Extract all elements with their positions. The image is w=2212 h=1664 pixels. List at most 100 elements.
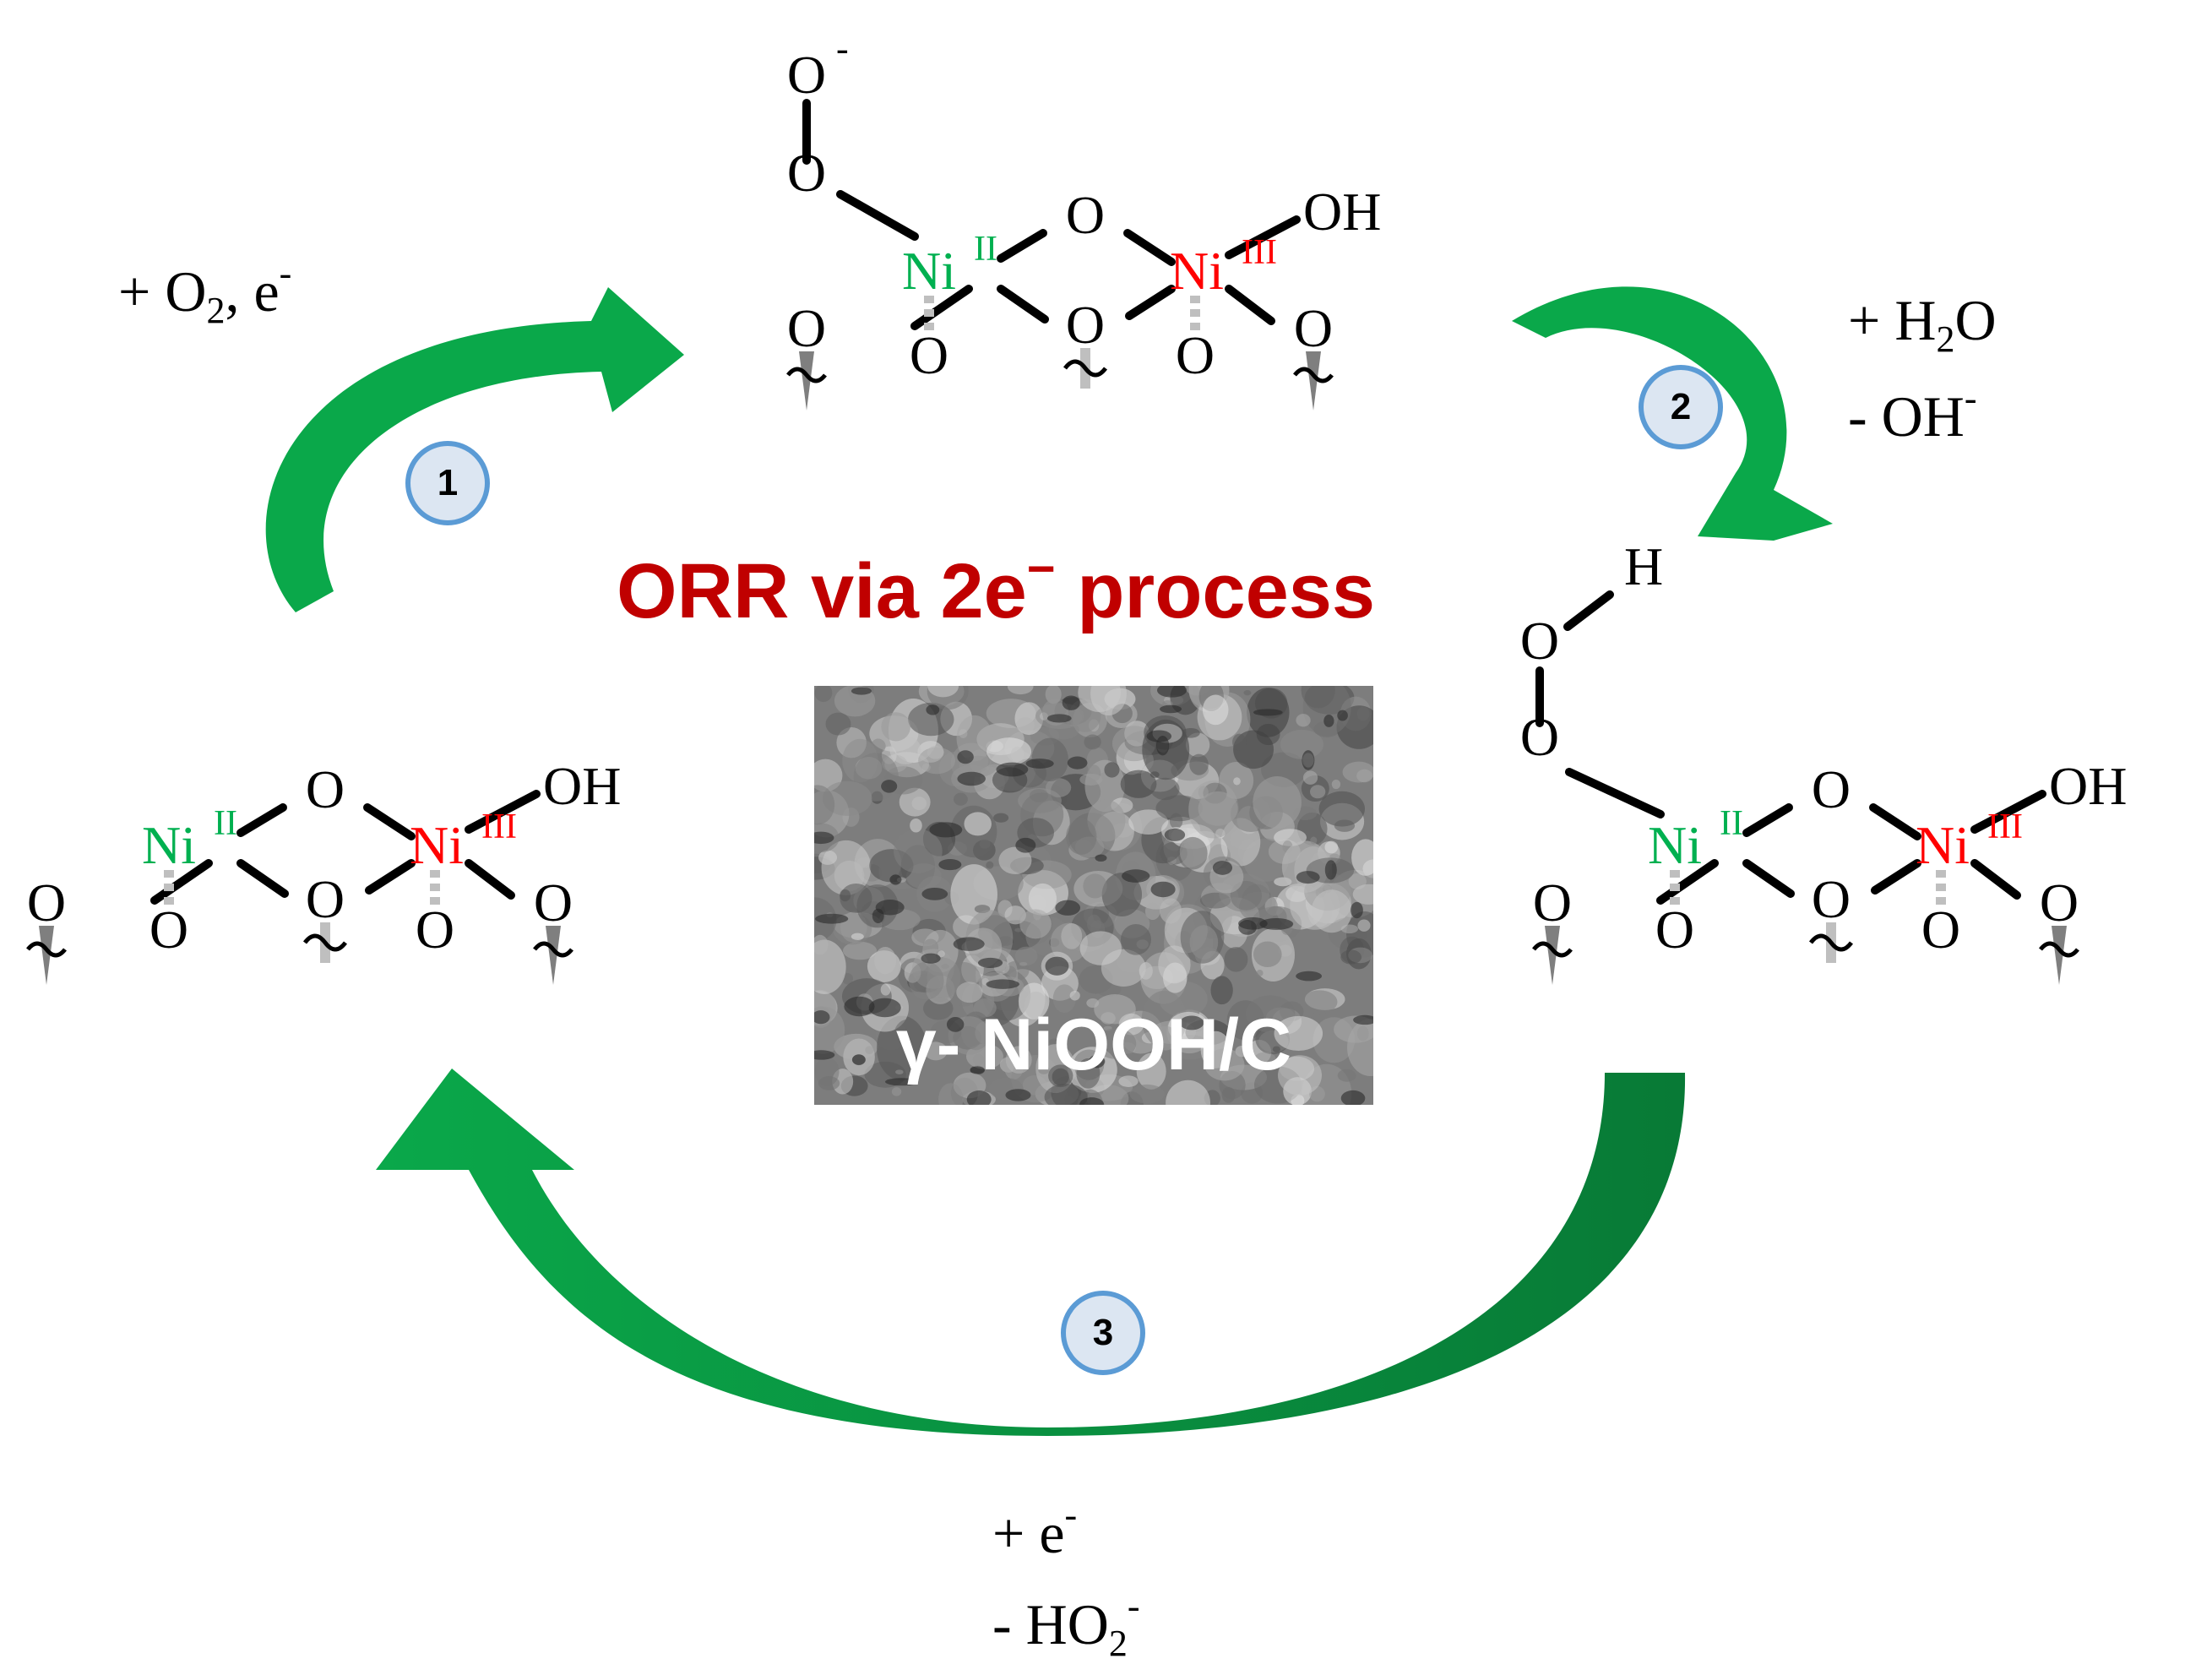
sem-grain (956, 715, 993, 762)
bond (1871, 859, 1921, 895)
sem-pore (1324, 860, 1337, 880)
diagram-title: ORR via 2e− process (617, 545, 1375, 631)
sem-grain (1233, 777, 1241, 786)
o-bridge-top: O (306, 759, 345, 819)
sem-pore (1067, 756, 1088, 769)
sem-grain (1038, 1065, 1050, 1074)
sem-grain (1280, 729, 1323, 759)
sem-grain (1028, 883, 1057, 915)
bond (1656, 859, 1719, 905)
surface-tilde (2039, 941, 2079, 958)
sem-grain (965, 910, 1014, 967)
sem-grain (910, 818, 922, 833)
sem-grain (1302, 770, 1318, 785)
sem-grain (1118, 1075, 1139, 1087)
sem-pore (957, 771, 986, 786)
sem-pore (1055, 900, 1081, 916)
arrow-step-1 (265, 287, 684, 612)
sem-grain (1342, 761, 1373, 783)
sem-pore (1062, 695, 1080, 710)
bond (1125, 285, 1176, 320)
sem-grain (893, 1019, 921, 1055)
sem-grain (1253, 775, 1302, 829)
sem-grain (1310, 836, 1318, 845)
bond (465, 790, 541, 834)
sem-grain (979, 839, 991, 849)
sem-grain (924, 1041, 948, 1061)
sem-grain (1005, 1046, 1032, 1074)
sem-grain (1120, 923, 1151, 955)
step-badge-1: 1 (405, 441, 490, 525)
sem-pore (1238, 916, 1268, 930)
step-2-reagent-add: + H2O (1848, 288, 1997, 360)
sem-grain (964, 812, 992, 836)
sem-texture (814, 686, 1373, 1105)
sem-micrograph: γ- NiOOH/C (814, 686, 1373, 1105)
sem-grain (1181, 727, 1200, 738)
sem-grain (998, 846, 1032, 875)
sem-pore (1164, 828, 1186, 841)
sem-grain (1084, 734, 1101, 750)
sem-pore (929, 822, 963, 838)
sem-grain (842, 941, 878, 960)
ni-ii-atom: Ni (1648, 815, 1702, 875)
sem-pore (986, 979, 1020, 989)
sem-pore (996, 762, 1029, 777)
o-left: O (27, 873, 66, 933)
sem-pore (1089, 1054, 1106, 1069)
sem-grain (1136, 1052, 1166, 1090)
ni-ii-atom: Ni (902, 241, 956, 301)
sem-pore (814, 1050, 835, 1060)
sem-grain (1162, 962, 1188, 993)
surface-tilde (786, 367, 827, 383)
o-bridge-top: O (1812, 759, 1851, 819)
bond (1869, 803, 1921, 840)
sem-grain (953, 792, 968, 806)
sem-grain (1166, 1079, 1210, 1105)
sem-pore (1337, 710, 1348, 721)
ni-ii-ox-state: II (1720, 804, 1743, 843)
sem-pore (844, 996, 875, 1017)
surface-tilde (303, 933, 347, 952)
step-3-reagent-remove: - HO2- (992, 1585, 1140, 1664)
sem-grain (1180, 911, 1225, 964)
sem-grain (1210, 976, 1233, 1005)
o-bridge-bottom: O (1066, 295, 1105, 355)
catalyst-label: γ- NiOOH/C (895, 1004, 1292, 1085)
sem-grain (938, 1083, 964, 1105)
sem-pore (1296, 971, 1323, 982)
sem-pore (1156, 686, 1188, 698)
sem-grain (891, 1087, 902, 1096)
sem-pore (921, 953, 941, 964)
bond (1742, 859, 1795, 898)
o-left: O (787, 298, 826, 358)
sem-pore (966, 1090, 992, 1105)
step-1-reagents: + O2, e- (118, 253, 292, 331)
sem-grain (1150, 777, 1180, 801)
ni-o-bond (836, 190, 919, 241)
o-axial-ni3: O (1176, 325, 1215, 385)
sem-pore (1351, 901, 1363, 919)
sem-grain (927, 745, 944, 759)
sem-grain (1253, 941, 1282, 968)
sem-grain (851, 933, 864, 940)
o-left: O (1533, 873, 1572, 933)
o-h-bond (1563, 590, 1614, 631)
bond (363, 803, 416, 840)
sem-pore (1353, 1014, 1373, 1025)
o-minus-charge: - (836, 28, 849, 69)
sem-grain (1096, 982, 1122, 997)
bond (236, 803, 287, 837)
bond (1742, 803, 1793, 837)
sem-pore (881, 780, 898, 793)
step-3-reagent-add: + e- (992, 1494, 1078, 1565)
sem-grain (842, 973, 853, 985)
sem-pore (953, 937, 985, 951)
sem-pore (851, 1054, 866, 1065)
sem-grain (1101, 873, 1143, 916)
surface-tilde (1063, 359, 1107, 378)
sem-grain (1160, 898, 1182, 924)
